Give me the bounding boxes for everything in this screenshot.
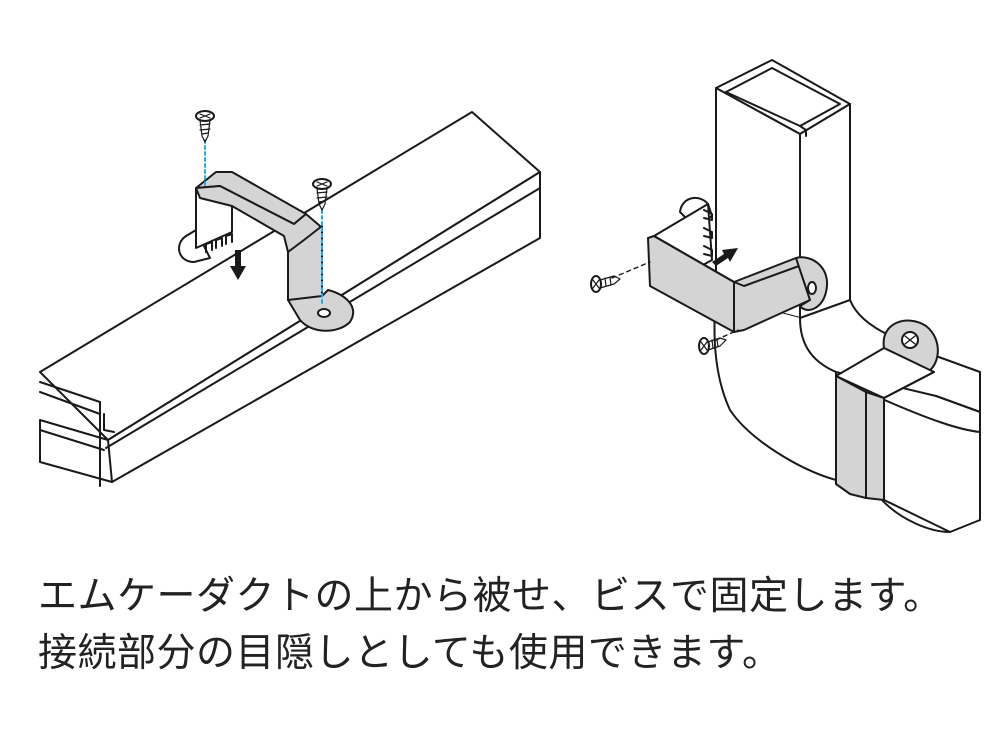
- screw-left-a: [195, 110, 215, 187]
- left-illustration: [39, 110, 541, 487]
- screw-left-b: [312, 178, 332, 307]
- caption-line-1: エムケーダクトの上から被せ、ビスで固定します。: [38, 574, 943, 619]
- screw-right-a: [590, 261, 651, 293]
- arrow-icon: [712, 248, 738, 266]
- down-arrow-icon: [230, 250, 246, 280]
- caption-line-2: 接続部分の目隠しとしても使用できます。: [38, 631, 782, 676]
- screw-right-b: [698, 329, 739, 355]
- cover-bracket-right-top: [647, 196, 829, 333]
- right-illustration: [590, 59, 981, 533]
- cover-bracket-right-bottom: [835, 319, 939, 501]
- cover-bracket-left: [178, 171, 355, 332]
- caption: エムケーダクトの上から被せ、ビスで固定します。 接続部分の目隠しとしても使用でき…: [38, 568, 978, 682]
